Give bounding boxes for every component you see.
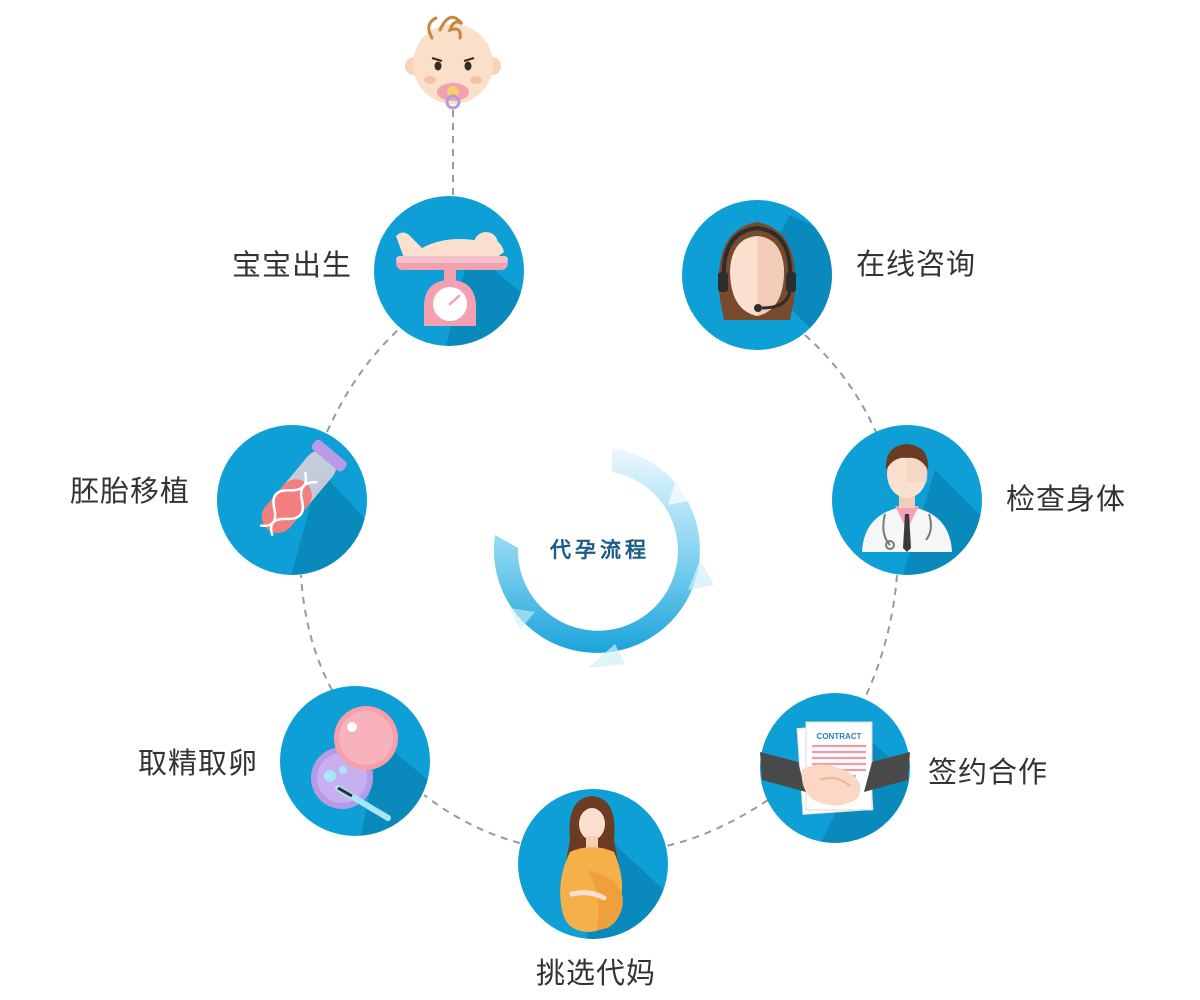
connector-1-2 xyxy=(804,334,877,433)
step-label-choose-surrogate: 挑选代妈 xyxy=(536,956,657,990)
step-circle-body-check[interactable] xyxy=(832,425,995,585)
contract-handshake-icon: CONTRACT xyxy=(760,721,910,815)
dashed-ring xyxy=(300,110,898,847)
egg-cell-icon xyxy=(311,706,398,821)
connector-5-6 xyxy=(300,574,333,691)
step-label-online-consult: 在线咨询 xyxy=(856,247,977,281)
center-title: 代孕流程 xyxy=(550,538,650,562)
step-circle-baby-born[interactable] xyxy=(374,196,530,350)
step-circle-sperm-egg[interactable] xyxy=(280,686,440,840)
connector-3-4 xyxy=(665,799,769,847)
center-cycle-arrow xyxy=(493,448,714,668)
step-circle-sign-contract[interactable]: CONTRACT xyxy=(760,693,925,845)
baby-on-scale-icon xyxy=(396,232,508,326)
step-label-body-check: 检查身体 xyxy=(1006,482,1127,516)
connector-6-7 xyxy=(326,329,399,433)
dna-test-tube-icon xyxy=(259,439,347,537)
step-label-sperm-egg: 取精取卵 xyxy=(138,746,259,780)
contract-heading: CONTRACT xyxy=(817,732,862,741)
doctor-icon xyxy=(862,444,952,552)
baby-face-icon xyxy=(405,15,501,110)
step-circle-embryo-transfer[interactable] xyxy=(217,425,375,580)
headset-operator-icon xyxy=(718,222,796,320)
step-label-baby-born: 宝宝出生 xyxy=(232,248,353,282)
pregnant-woman-icon xyxy=(560,796,623,932)
connector-2-3 xyxy=(863,574,898,701)
step-circle-choose-surrogate[interactable] xyxy=(518,789,675,945)
connector-4-5 xyxy=(423,794,521,844)
step-label-embryo-transfer: 胚胎移植 xyxy=(70,474,191,508)
step-label-sign-contract: 签约合作 xyxy=(928,755,1049,789)
step-circle-online-consult[interactable] xyxy=(682,200,845,363)
